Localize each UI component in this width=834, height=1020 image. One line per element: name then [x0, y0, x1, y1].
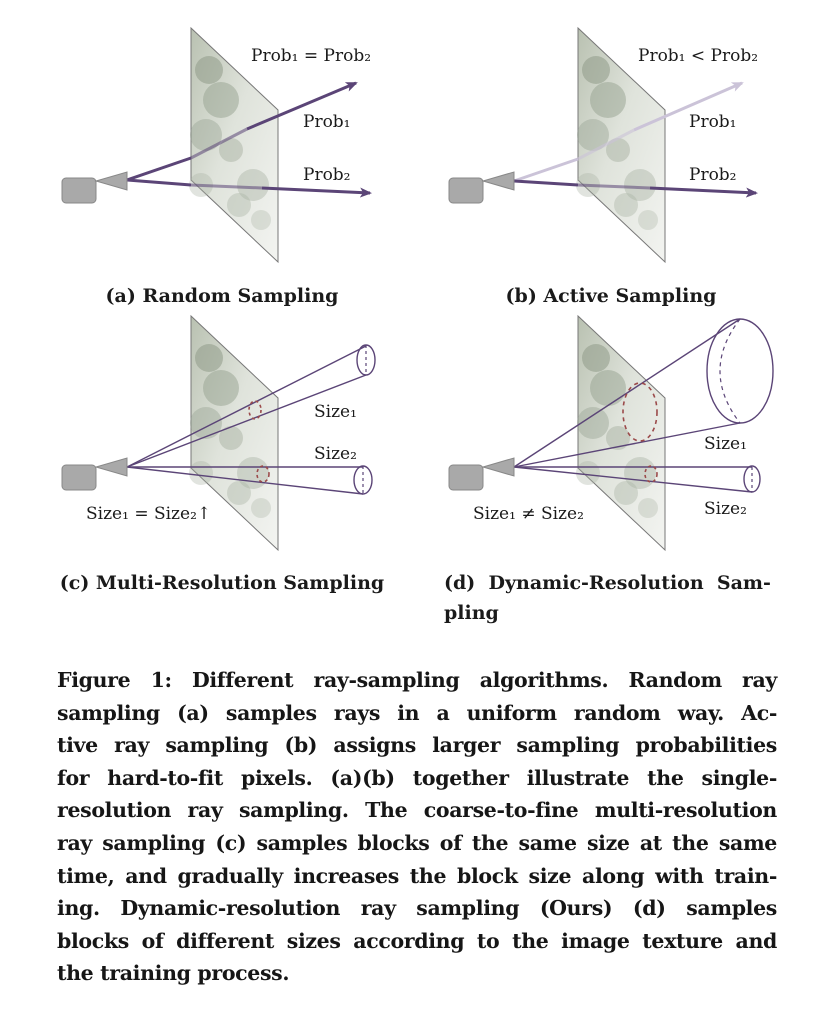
prob-1-label: Prob₁	[689, 112, 737, 132]
camera-icon	[449, 465, 483, 490]
prob-2-label: Prob₂	[303, 165, 351, 185]
size-1-label: Size₁	[314, 402, 357, 422]
caption-line: for hard-to-fit pixels. (a)(b) together …	[57, 762, 777, 795]
prob-less-label: Prob₁ < Prob₂	[638, 46, 758, 66]
caption-a: (a) Random Sampling	[106, 285, 339, 307]
prob-2-label: Prob₂	[689, 165, 737, 185]
figure-caption: Figure 1: Different ray-sampling algorit…	[57, 664, 777, 990]
caption-c: (c) Multi-Resolution Sampling	[60, 572, 384, 594]
camera-lens-icon	[483, 172, 514, 190]
panel-a-diagram: Prob₁ = Prob₂ Prob₁ Prob₂	[62, 28, 371, 262]
ray-2-front	[514, 181, 578, 185]
size-unequal-label: Size₁ ≠ Size₂	[473, 504, 584, 524]
prob-equal-label: Prob₁ = Prob₂	[251, 46, 371, 66]
ray-2-front	[127, 180, 191, 185]
ray-1-front	[127, 158, 191, 180]
camera-icon	[62, 465, 96, 490]
camera-icon	[62, 178, 96, 203]
prob-1-label: Prob₁	[303, 112, 351, 132]
cone-1-end-hidden	[720, 319, 740, 423]
camera-lens-icon	[483, 458, 514, 476]
caption-line: Figure 1: Different ray-sampling algorit…	[57, 664, 777, 697]
caption-line: time, and gradually increases the block …	[57, 860, 777, 893]
size-equal-label: Size₁ = Size₂↑	[86, 504, 211, 524]
cone-1-end	[707, 319, 773, 423]
caption-b: (b) Active Sampling	[506, 285, 717, 307]
size-2-label: Size₂	[704, 499, 747, 519]
ray-2-out	[650, 188, 756, 193]
panel-c-diagram: Size₁ Size₂ Size₁ = Size₂↑	[62, 316, 375, 550]
camera-lens-icon	[96, 458, 127, 476]
caption-line: tive ray sampling (b) assigns larger sam…	[57, 729, 777, 762]
caption-line: ray sampling (c) samples blocks of the s…	[57, 827, 777, 860]
caption-line: blocks of different sizes according to t…	[57, 925, 777, 958]
caption-d-line-1: (d) Dynamic-Resolution Sam-	[444, 572, 771, 594]
size-2-label: Size₂	[314, 444, 357, 464]
camera-icon	[449, 178, 483, 203]
camera-lens-icon	[96, 172, 127, 190]
caption-line: resolution ray sampling. The coarse-to-f…	[57, 794, 777, 827]
caption-line: sampling (a) samples rays in a uniform r…	[57, 697, 777, 730]
ray-1-front	[514, 159, 578, 181]
caption-line: the training process.	[57, 957, 777, 990]
size-1-label: Size₁	[704, 434, 747, 454]
figure-diagrams: Prob₁ = Prob₂ Prob₁ Prob₂ (a) Random Sam…	[0, 0, 834, 660]
panel-b-diagram: Prob₁ < Prob₂ Prob₁ Prob₂	[449, 28, 758, 262]
panel-d-diagram: Size₁ Size₂ Size₁ ≠ Size₂	[449, 316, 773, 550]
caption-d-line-2: pling	[444, 602, 499, 624]
caption-line: ing. Dynamic-resolution ray sampling (Ou…	[57, 892, 777, 925]
